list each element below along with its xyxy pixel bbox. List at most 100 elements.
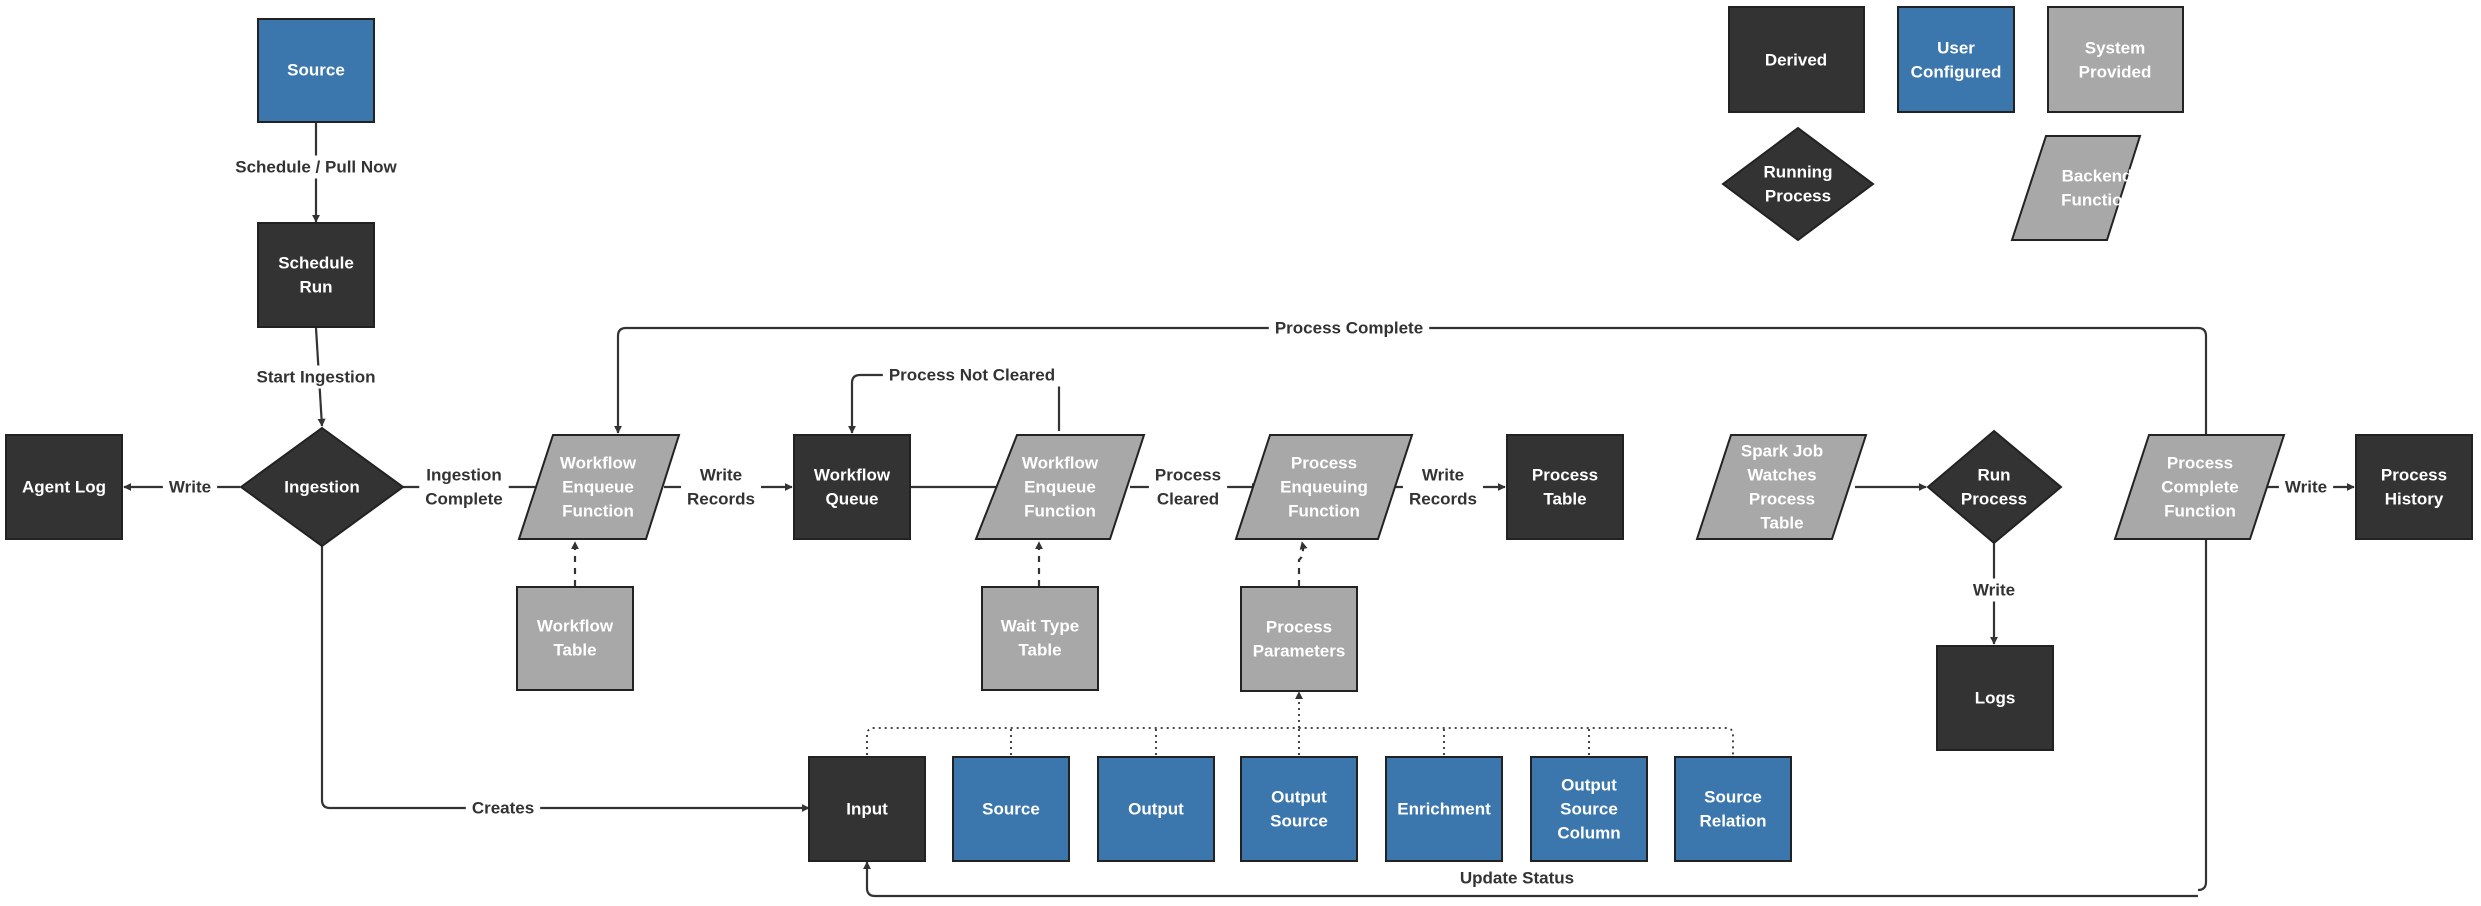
node-process-parameters-line-1: Process bbox=[1266, 618, 1332, 637]
node-enrichment-line-1: Enrichment bbox=[1397, 800, 1491, 819]
label-write-logs-background bbox=[1966, 578, 2022, 602]
legend-backend-function-line-2: Function bbox=[2061, 191, 2133, 210]
node-logs-line-1: Logs bbox=[1975, 689, 2016, 708]
node-run-process-line-2: Process bbox=[1961, 490, 2027, 509]
legend-system-provided-line-2: Provided bbox=[2079, 63, 2152, 82]
label-write-records-1-background bbox=[680, 463, 762, 511]
node-process-history-shape bbox=[2355, 434, 2473, 540]
label-start-ingestion: Start Ingestion bbox=[250, 365, 382, 389]
node-wf-enqueue-1-line-1: Workflow bbox=[560, 454, 637, 473]
node-enrichment-label: Enrichment bbox=[1397, 800, 1491, 819]
node-process-complete-fn-line-1: Process bbox=[2167, 454, 2233, 473]
label-write-records-2-background bbox=[1402, 463, 1484, 511]
node-agent-log-label: Agent Log bbox=[22, 478, 106, 497]
label-schedule-pull-now-line-1: Schedule / Pull Now bbox=[235, 158, 397, 177]
legend-system-provided-swatch bbox=[2047, 6, 2184, 113]
node-spark-job-shape bbox=[1695, 434, 1868, 540]
legend-derived-line-1: Derived bbox=[1765, 51, 1827, 70]
node-ingestion-line-1: Ingestion bbox=[284, 478, 360, 497]
label-update-status-line-1: Update Status bbox=[1460, 869, 1574, 888]
legend-user-configured-swatch bbox=[1897, 6, 2015, 113]
label-process-complete-line-1: Process Complete bbox=[1275, 319, 1423, 338]
node-wf-enqueue-2-shape bbox=[974, 434, 1146, 540]
node-output-source-line-1: Output bbox=[1271, 788, 1327, 807]
node-input-line-1: Input bbox=[846, 800, 888, 819]
node-wf-enqueue-1-line-3: Function bbox=[562, 502, 634, 521]
label-write-records-1-line-2: Records bbox=[687, 490, 755, 509]
legend-user-configured-line-2: Configured bbox=[1911, 63, 2002, 82]
node-process-enqueuing-line-2: Enqueuing bbox=[1280, 478, 1368, 497]
label-process-not-cleared: Process Not Cleared bbox=[882, 363, 1062, 387]
node-wf-enqueue-2-line-3: Function bbox=[1024, 502, 1096, 521]
node-process-complete-fn-line-3: Function bbox=[2164, 502, 2236, 521]
node-schedule-run-line-1: Schedule bbox=[278, 254, 354, 273]
label-process-not-cleared-line-1: Process Not Cleared bbox=[889, 366, 1055, 385]
edge-labels: Schedule / Pull Now Start Ingestion Writ… bbox=[162, 155, 2334, 888]
label-write-history-line-1: Write bbox=[2285, 478, 2327, 497]
edge-parameters-to-enqueuing bbox=[1297, 541, 1308, 586]
node-output-source-line-2: Source bbox=[1270, 812, 1328, 831]
node-process-parameters-line-2: Parameters bbox=[1253, 642, 1346, 661]
node-process-enqueuing-shape bbox=[1234, 434, 1414, 540]
node-wf-enqueue-1-shape bbox=[517, 434, 681, 540]
label-ingestion-complete-background bbox=[419, 463, 509, 511]
label-write-records-2-line-1: Write bbox=[1422, 466, 1464, 485]
node-process-history-line-1: Process bbox=[2381, 466, 2447, 485]
node-output-source-column-shape bbox=[1530, 756, 1648, 862]
node-spark-job-line-2: Watches bbox=[1747, 466, 1816, 485]
node-source-shape bbox=[257, 18, 375, 123]
node-workflow-queue-line-1: Workflow bbox=[814, 466, 891, 485]
node-schedule-run-shape bbox=[257, 222, 375, 328]
label-write-history: Write bbox=[2278, 475, 2334, 499]
node-wf-enqueue-2-line-2: Enqueue bbox=[1024, 478, 1096, 497]
legend-running-process-line-2: Process bbox=[1765, 187, 1831, 206]
node-workflow-table-line-1: Workflow bbox=[537, 617, 614, 636]
legend-derived-swatch bbox=[1728, 6, 1865, 113]
node-source-relation-line-2: Relation bbox=[1699, 812, 1766, 831]
node-output-line-1: Output bbox=[1128, 800, 1184, 819]
node-logs-shape bbox=[1936, 645, 2054, 751]
node-run-process-line-1: Run bbox=[1977, 466, 2010, 485]
legend-running-process-swatch bbox=[1721, 126, 1875, 242]
legend-running-process-line-1: Running bbox=[1764, 163, 1833, 182]
label-process-cleared-line-1: Process bbox=[1155, 466, 1221, 485]
node-source-line-1: Source bbox=[287, 61, 345, 80]
node-process-enqueuing-line-1: Process bbox=[1291, 454, 1357, 473]
node-output-source-column-line-1: Output bbox=[1561, 776, 1617, 795]
node-process-table-line-1: Process bbox=[1532, 466, 1598, 485]
node-schedule-run-line-2: Run bbox=[299, 278, 332, 297]
node-source-relation-line-1: Source bbox=[1704, 788, 1762, 807]
node-wait-type-table-line-2: Table bbox=[1018, 641, 1061, 660]
label-process-cleared-line-2: Cleared bbox=[1157, 490, 1219, 509]
edge-ingestion-creates-input bbox=[320, 546, 810, 812]
node-workflow-queue-shape bbox=[793, 434, 911, 540]
node-process-parameters-shape bbox=[1240, 586, 1358, 692]
node-output-shape bbox=[1097, 756, 1215, 862]
node-logs-label: Logs bbox=[1975, 689, 2016, 708]
label-creates-line-1: Creates bbox=[472, 799, 534, 818]
label-creates-background bbox=[465, 796, 541, 820]
node-process-complete-fn-shape bbox=[2113, 434, 2286, 540]
node-source-label: Source bbox=[287, 61, 345, 80]
label-ingestion-complete-line-2: Complete bbox=[425, 490, 502, 509]
node-workflow-table-line-2: Table bbox=[553, 641, 596, 660]
label-write-history-background bbox=[2278, 475, 2334, 499]
